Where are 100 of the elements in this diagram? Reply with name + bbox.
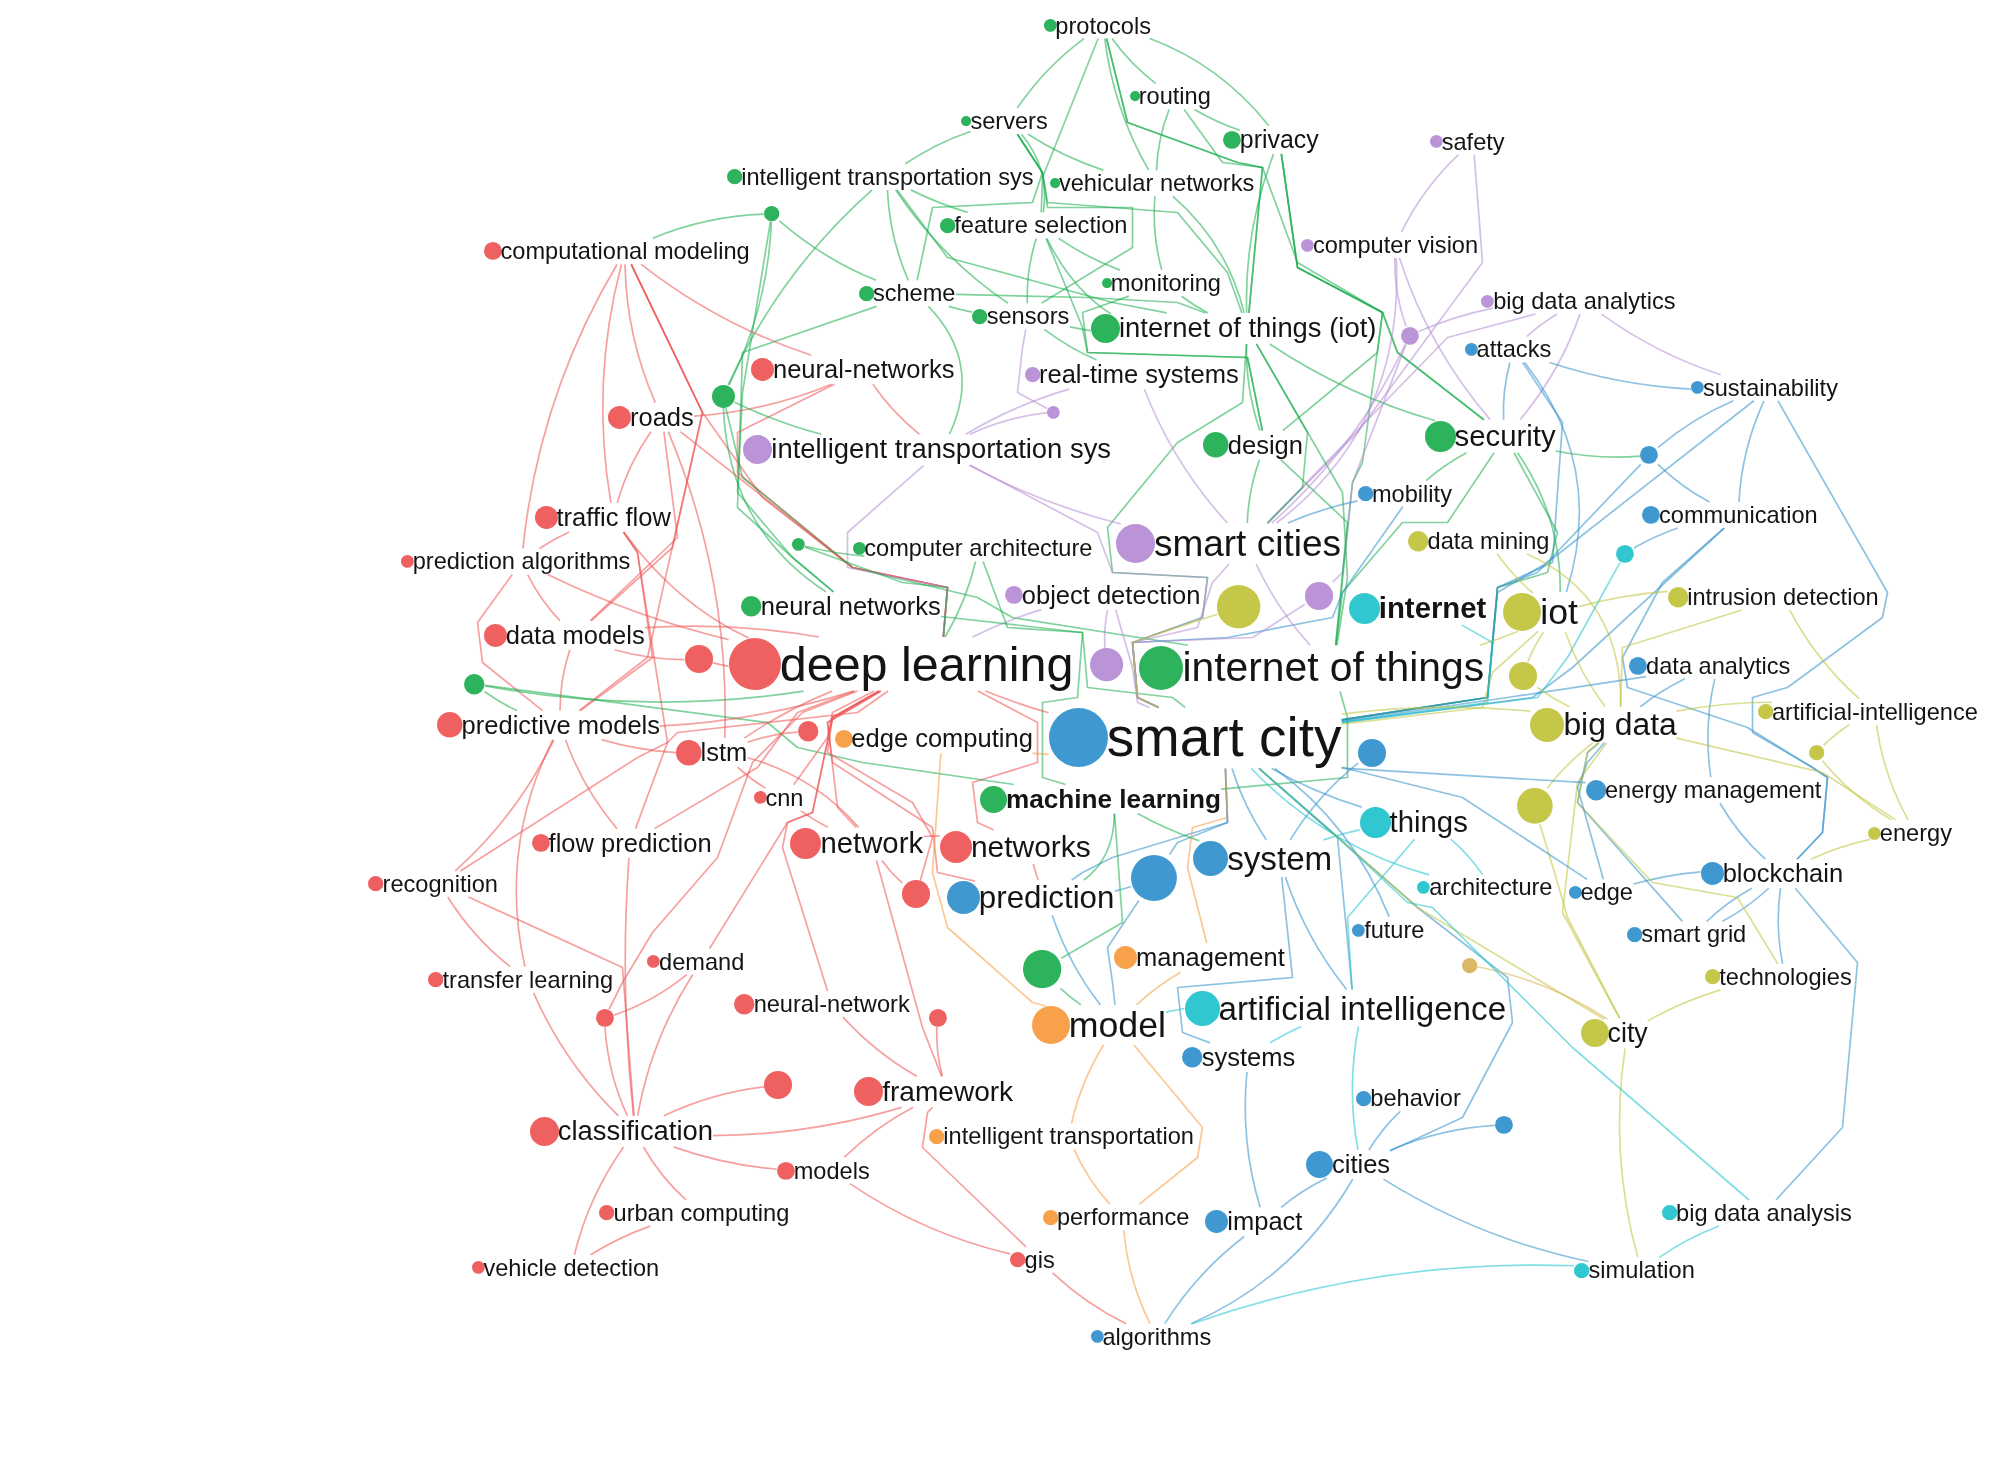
link-line — [1675, 737, 1897, 821]
link-line — [532, 992, 620, 1117]
link-line — [843, 1106, 914, 1159]
link-line — [1646, 989, 1722, 1022]
keyword-label: big data analysis — [1676, 1200, 1852, 1227]
keyword-label: protocols — [1055, 12, 1152, 39]
link-line — [1286, 499, 1359, 524]
link-line — [526, 573, 561, 622]
link-line — [1479, 630, 1520, 646]
keyword-label: data mining — [1427, 527, 1550, 555]
link-line — [446, 896, 511, 968]
keyword-label: classification — [557, 1115, 714, 1147]
link-line — [909, 189, 969, 214]
link-line — [1546, 742, 1594, 790]
link-line — [1389, 1124, 1496, 1152]
keyword-label: artificial-intelligence — [1772, 698, 1978, 726]
keyword-label: models — [793, 1157, 870, 1184]
link-line — [1193, 108, 1241, 132]
link-line — [1639, 678, 1686, 708]
keyword-label: neural-network — [753, 991, 910, 1018]
link-line — [1163, 1235, 1246, 1325]
link-line — [1632, 870, 1702, 885]
link-line — [589, 430, 679, 622]
link-line — [736, 766, 767, 789]
link-line — [1040, 37, 1099, 214]
link-line — [1255, 343, 1349, 647]
link-line — [1081, 295, 1264, 432]
link-line — [1340, 624, 1494, 723]
keyword-label: future — [1364, 916, 1425, 944]
link-line — [1273, 767, 1391, 918]
link-line — [546, 573, 730, 641]
keyword-label: communication — [1659, 502, 1818, 529]
keyword-label: cities — [1331, 1150, 1391, 1179]
link-line — [515, 738, 554, 968]
keyword-label: intrusion detection — [1687, 583, 1879, 611]
link-line — [667, 431, 726, 739]
keyword-label: blockchain — [1722, 859, 1844, 888]
keyword-label: behavior — [1370, 1085, 1461, 1112]
link-line — [826, 690, 976, 882]
link-line — [1114, 885, 1133, 892]
link-line — [1280, 1177, 1328, 1209]
link-line — [1705, 887, 1753, 923]
link-line — [1346, 838, 1416, 991]
link-line — [1516, 451, 1562, 593]
keyword-label: internet of things — [1182, 645, 1485, 691]
link-line — [792, 690, 876, 786]
keyword-label: flow prediction — [548, 828, 712, 858]
link-line — [454, 738, 555, 872]
link-line — [984, 690, 1050, 714]
keyword-label: demand — [659, 948, 745, 975]
link-line — [1111, 37, 1157, 85]
link-line — [1032, 863, 1040, 881]
link-line — [733, 401, 823, 436]
link-line — [613, 648, 686, 661]
keyword-label: iot — [1540, 592, 1578, 633]
keyword-label: edge — [1580, 879, 1633, 906]
link-line — [875, 859, 943, 1078]
link-line — [1122, 1229, 1151, 1325]
link-line — [601, 263, 623, 504]
link-line — [799, 810, 829, 829]
keyword-label: sensors — [986, 303, 1070, 330]
keyword-label: cnn — [765, 784, 804, 812]
link-line — [1246, 458, 1261, 524]
link-line — [1143, 388, 1229, 524]
link-line — [1658, 1225, 1720, 1259]
link-line — [1191, 1264, 1575, 1325]
link-line — [476, 573, 544, 712]
link-line — [922, 835, 941, 838]
link-line — [939, 615, 1084, 786]
link-line — [623, 531, 750, 639]
link-line — [1275, 257, 1398, 524]
link-line — [711, 662, 730, 668]
link-line — [1165, 1007, 1186, 1013]
link-line — [616, 430, 652, 504]
link-line — [1043, 328, 1098, 361]
link-line — [1368, 1110, 1402, 1151]
link-line — [538, 531, 571, 550]
keyword-label: energy management — [1605, 777, 1822, 804]
keyword-label: systems — [1201, 1042, 1296, 1072]
link-line — [1875, 724, 1909, 821]
link-line — [1576, 741, 1779, 965]
keyword-label: artificial intelligence — [1218, 989, 1507, 1027]
link-line — [1621, 527, 1829, 861]
link-line — [1564, 631, 1606, 708]
link-line — [624, 263, 657, 404]
link-line — [1618, 1047, 1639, 1259]
link-line — [725, 407, 1189, 647]
link-line — [1539, 823, 1621, 1019]
link-line — [886, 189, 910, 282]
keyword-label: computer vision — [1312, 231, 1479, 259]
link-line — [522, 263, 618, 550]
link-line — [1268, 343, 1437, 422]
keyword-label: lstm — [700, 738, 748, 767]
link-line — [1046, 237, 1112, 315]
link-line — [483, 690, 518, 712]
keyword-label: performance — [1056, 1204, 1190, 1231]
link-line — [573, 1146, 625, 1256]
link-line — [1270, 343, 1407, 524]
keyword-label: design — [1227, 430, 1303, 460]
link-line — [1777, 887, 1784, 965]
